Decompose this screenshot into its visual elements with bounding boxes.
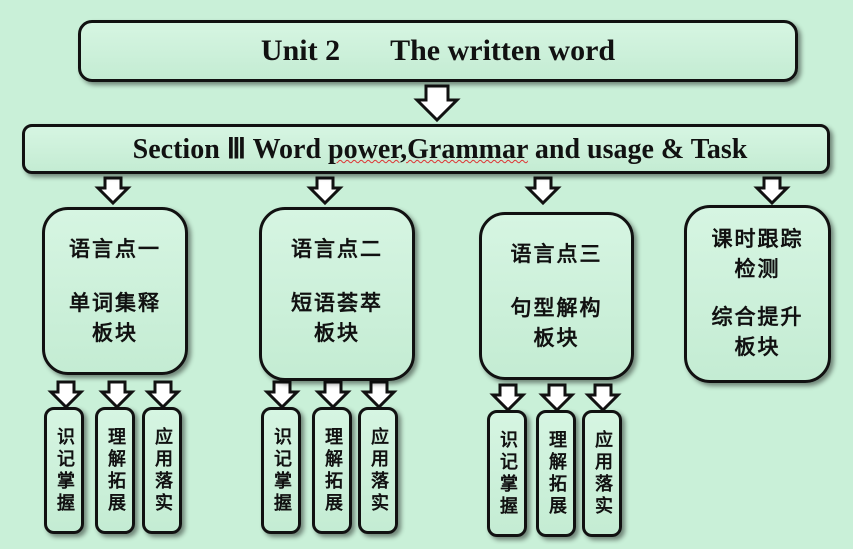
sub-apply-2: 应用落实 bbox=[358, 407, 398, 534]
card-heading: 语言点一 bbox=[69, 236, 161, 261]
card-lesson-tracking: 课时跟踪检测 综合提升板块 bbox=[684, 205, 831, 383]
sub-understand-3: 理解拓展 bbox=[536, 410, 576, 537]
unit-title-box: Unit 2 The written word bbox=[78, 20, 798, 82]
sub-apply-3: 应用落实 bbox=[582, 410, 622, 537]
arrow-sub-1-3 bbox=[146, 380, 180, 409]
section-prefix: Section Ⅲ Word bbox=[132, 134, 329, 165]
sub-label: 应用落实 bbox=[592, 429, 613, 518]
card-language-point-1: 语言点一 单词集释板块 bbox=[42, 207, 188, 375]
arrow-sub-2-1 bbox=[265, 380, 299, 409]
card-heading: 语言点二 bbox=[291, 236, 383, 261]
card-language-point-3: 语言点三 句型解构板块 bbox=[479, 212, 634, 380]
arrow-to-card-4 bbox=[755, 176, 789, 205]
arrow-sub-1-2 bbox=[100, 380, 134, 409]
arrow-sub-3-2 bbox=[540, 383, 574, 412]
arrow-sub-3-1 bbox=[491, 383, 525, 412]
card-heading: 语言点三 bbox=[510, 241, 603, 266]
arrow-sub-2-3 bbox=[362, 380, 396, 409]
section-title-box: Section Ⅲ Word power,Grammar and usage &… bbox=[22, 124, 830, 174]
sub-label: 应用落实 bbox=[368, 426, 389, 515]
sub-label: 识记掌握 bbox=[497, 429, 518, 518]
section-underlined: power,Grammar bbox=[328, 134, 528, 165]
arrow-sub-2-2 bbox=[316, 380, 350, 409]
sub-label: 理解拓展 bbox=[322, 426, 343, 515]
card-body: 综合提升板块 bbox=[711, 304, 804, 359]
card-language-point-2: 语言点二 短语荟萃板块 bbox=[259, 207, 415, 381]
card-body: 单词集释板块 bbox=[69, 290, 161, 345]
arrow-sub-1-1 bbox=[49, 380, 83, 409]
sub-label: 识记掌握 bbox=[54, 426, 75, 515]
card-body: 短语荟萃板块 bbox=[291, 290, 383, 345]
arrow-sub-3-3 bbox=[586, 383, 620, 412]
sub-label: 应用落实 bbox=[152, 426, 173, 515]
card-body: 句型解构板块 bbox=[510, 295, 603, 350]
sub-understand-1: 理解拓展 bbox=[95, 407, 135, 534]
sub-label: 理解拓展 bbox=[546, 429, 567, 518]
sub-memorize-1: 识记掌握 bbox=[44, 407, 84, 534]
sub-apply-1: 应用落实 bbox=[142, 407, 182, 534]
sub-understand-2: 理解拓展 bbox=[312, 407, 352, 534]
unit-name: The written word bbox=[390, 34, 616, 67]
sub-label: 理解拓展 bbox=[105, 426, 126, 515]
sub-memorize-3: 识记掌握 bbox=[487, 410, 527, 537]
card-heading: 课时跟踪检测 bbox=[711, 226, 804, 281]
unit-number: Unit 2 bbox=[260, 34, 341, 67]
sub-memorize-2: 识记掌握 bbox=[261, 407, 301, 534]
section-suffix: and usage & Task bbox=[527, 134, 748, 165]
sub-label: 识记掌握 bbox=[271, 426, 292, 515]
